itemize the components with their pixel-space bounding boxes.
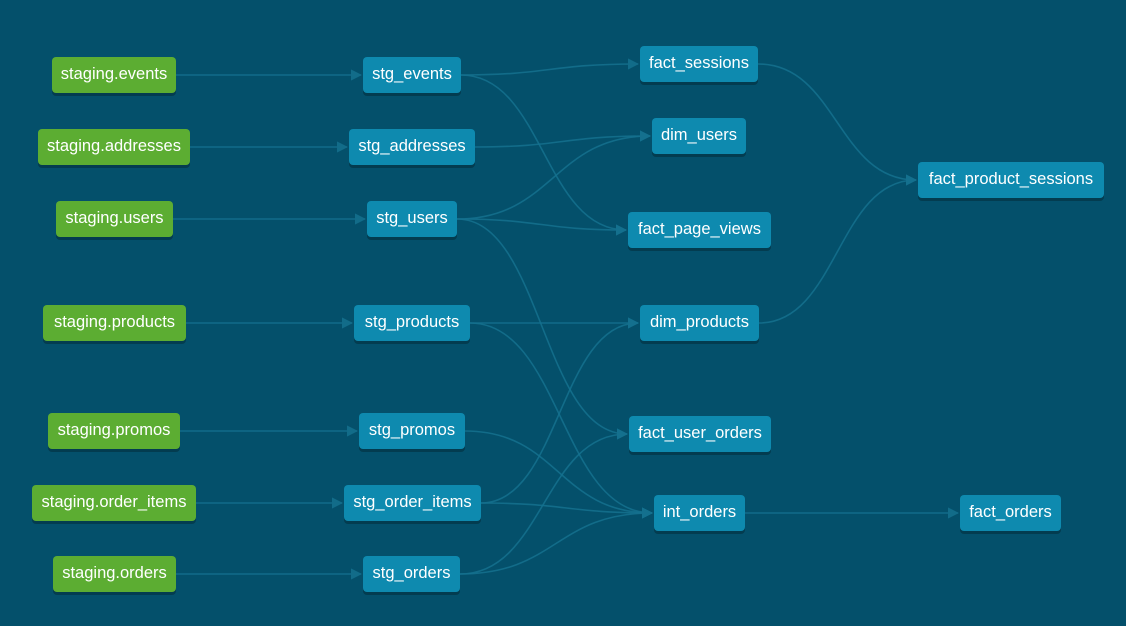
edge-stg_users-to-dim_users <box>456 130 652 220</box>
node-stg-events[interactable]: stg_events <box>363 57 461 93</box>
node-fact-user-orders[interactable]: fact_user_orders <box>629 416 771 452</box>
node-dim-users[interactable]: dim_users <box>652 118 746 154</box>
node-fact-orders[interactable]: fact_orders <box>960 495 1061 531</box>
edge-stg_events-to-fact_page_views <box>460 74 628 236</box>
node-stg-order-items[interactable]: stg_order_items <box>344 485 481 521</box>
node-staging-events[interactable]: staging.events <box>52 57 176 93</box>
edge-dim_products-to-fact_product_sessions <box>758 174 918 324</box>
node-fact-product-sessions[interactable]: fact_product_sessions <box>918 162 1104 198</box>
edge-fact_sessions-to-fact_product_sessions <box>757 63 918 186</box>
node-stg-users[interactable]: stg_users <box>367 201 457 237</box>
edge-stg_addresses-to-dim_users <box>474 130 652 148</box>
node-staging-users[interactable]: staging.users <box>56 201 173 237</box>
node-dim-products[interactable]: dim_products <box>640 305 759 341</box>
node-stg-products[interactable]: stg_products <box>354 305 470 341</box>
node-stg-addresses[interactable]: stg_addresses <box>349 129 475 165</box>
node-stg-promos[interactable]: stg_promos <box>359 413 465 449</box>
node-fact-sessions[interactable]: fact_sessions <box>640 46 758 82</box>
edge-stg_products-to-int_orders <box>469 322 654 519</box>
edge-stg_users-to-fact_user_orders <box>456 218 629 440</box>
edge-stg_events-to-fact_sessions <box>460 58 640 76</box>
edge-stg_order_items-to-dim_products <box>480 317 640 504</box>
edge-stg_orders-to-int_orders <box>459 507 654 575</box>
edge-stg_order_items-to-int_orders <box>480 502 654 519</box>
edge-stg_orders-to-fact_user_orders <box>459 428 629 575</box>
node-staging-order-items[interactable]: staging.order_items <box>32 485 196 521</box>
edge-stg_promos-to-int_orders <box>464 430 654 519</box>
node-staging-addresses[interactable]: staging.addresses <box>38 129 190 165</box>
node-staging-promos[interactable]: staging.promos <box>48 413 180 449</box>
node-int-orders[interactable]: int_orders <box>654 495 745 531</box>
edge-stg_users-to-fact_page_views <box>456 218 628 236</box>
node-stg-orders[interactable]: stg_orders <box>363 556 460 592</box>
node-staging-products[interactable]: staging.products <box>43 305 186 341</box>
node-staging-orders[interactable]: staging.orders <box>53 556 176 592</box>
node-fact-page-views[interactable]: fact_page_views <box>628 212 771 248</box>
